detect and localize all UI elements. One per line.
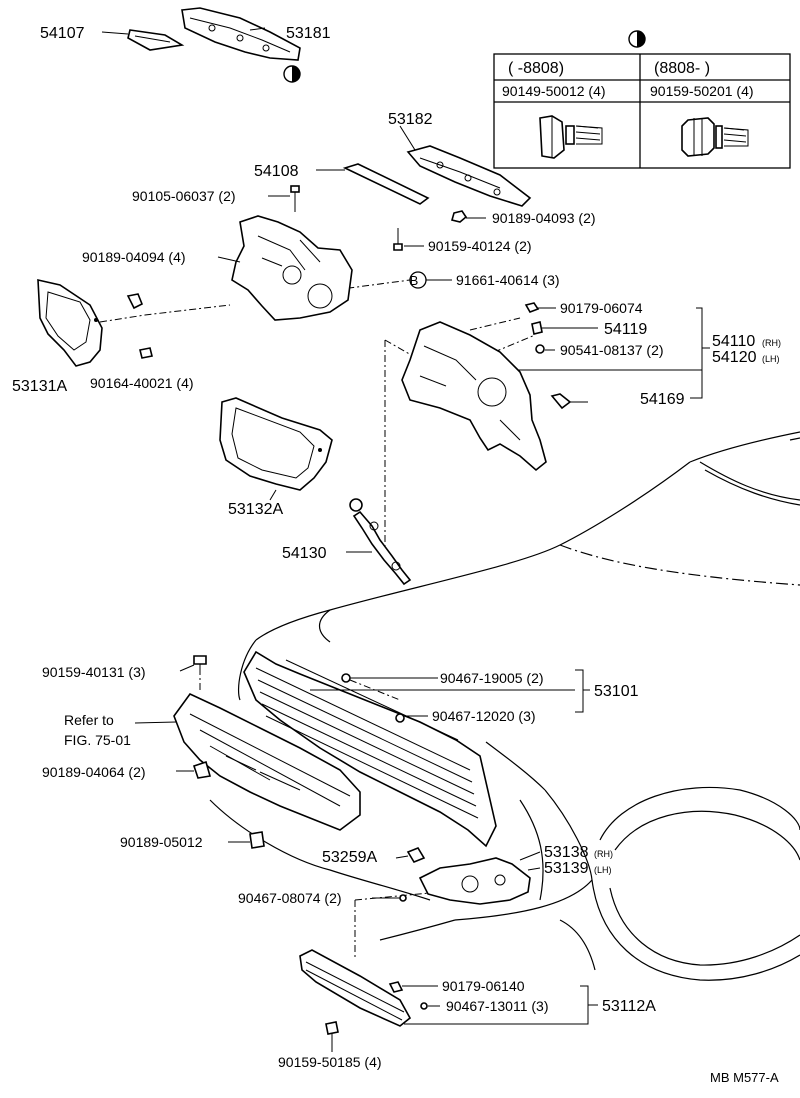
part-53101-grille [243, 650, 497, 848]
label-54119: 54119 [604, 321, 647, 338]
label-90159-40131: 90159-40131 (3) [42, 664, 146, 680]
part-54130-rod [349, 498, 412, 586]
part-53112A-grille [299, 949, 412, 1027]
label-53138: 53138 [544, 844, 589, 861]
variant-table [493, 30, 791, 169]
label-circle-b: B [410, 273, 419, 288]
screw-90467-08074 [399, 894, 407, 902]
label-90467-13011: 90467-13011 (3) [446, 998, 548, 1014]
bolt-54119 [531, 321, 543, 335]
part-53131A-housing [37, 278, 103, 367]
label-53131A: 53131A [12, 378, 67, 395]
table-col2-range: (8808- ) [654, 60, 710, 77]
part-headlamp-motor-left [231, 215, 353, 321]
label-90164-40021: 90164-40021 (4) [90, 375, 194, 391]
screw-90467-12020 [395, 713, 405, 723]
bolt-90159-50185 [325, 1021, 339, 1048]
grommet-90541-08137 [535, 344, 545, 354]
label-53139-side: (LH) [594, 865, 612, 875]
part-54107-pad [127, 29, 185, 51]
label-53259A: 53259A [322, 849, 377, 866]
part-53138-bracket [418, 857, 531, 905]
label-53139: 53139 [544, 860, 589, 877]
label-53138-side: (RH) [594, 849, 613, 859]
bolt-90159-40131 [193, 655, 207, 672]
part-53181-bracket [181, 7, 301, 61]
label-90189-05012: 90189-05012 [120, 834, 203, 850]
label-90105-06037: 90105-06037 (2) [132, 188, 236, 204]
part-53259A-clip [406, 847, 426, 863]
part-53132A-housing [219, 397, 333, 491]
diagram-code: MB M577-A [710, 1070, 779, 1085]
clip-90179-06140 [388, 981, 404, 993]
clip-90189-04064 [192, 760, 212, 779]
half-circle-marker-icon [283, 65, 301, 83]
label-90189-04093: 90189-04093 (2) [492, 210, 596, 226]
screw-90467-13011 [420, 1002, 428, 1010]
part-54108-pad [342, 163, 430, 205]
label-90467-12020: 90467-12020 (3) [432, 708, 536, 724]
label-54130: 54130 [282, 545, 327, 562]
label-90541-08137: 90541-08137 (2) [560, 342, 664, 358]
label-54107: 54107 [40, 25, 85, 42]
part-54110-motor-right [401, 321, 547, 472]
label-53112A: 53112A [602, 998, 656, 1015]
label-90179-06074: 90179-06074 [560, 300, 643, 316]
bolt-54169 [550, 393, 588, 410]
label-refer-fig: FIG. 75-01 [64, 732, 131, 748]
nut-90189-05012 [249, 831, 265, 849]
label-54110-side: (RH) [762, 338, 781, 348]
table-bolt-col2-icon [681, 117, 749, 157]
label-53181: 53181 [286, 25, 331, 42]
callout-lines [101, 27, 710, 1052]
nut-90189-04094 [126, 293, 144, 310]
label-90189-04094: 90189-04094 (4) [82, 249, 186, 265]
label-54120-side: (LH) [762, 354, 780, 364]
label-90467-19005: 90467-19005 (2) [440, 670, 544, 686]
label-53101: 53101 [594, 683, 639, 700]
label-54110: 54110 [712, 333, 755, 350]
bolt-90164-40021 [139, 347, 153, 359]
label-90159-40124: 90159-40124 (2) [428, 238, 532, 254]
bolt-90105-06037 [290, 185, 300, 212]
label-53182: 53182 [388, 111, 433, 128]
nut-90189-04093 [451, 210, 468, 223]
table-col1-part: 90149-50012 (4) [502, 83, 606, 99]
text-labels: ( -8808) (8808- ) 90149-50012 (4) 90159-… [12, 25, 781, 1085]
label-91661-40614: 91661-40614 (3) [456, 272, 560, 288]
nut-90179-06074 [524, 302, 540, 313]
label-53132A: 53132A [228, 501, 283, 518]
label-90159-50185: 90159-50185 (4) [278, 1054, 382, 1070]
label-90179-06140: 90179-06140 [442, 978, 525, 994]
table-col2-part: 90159-50201 (4) [650, 83, 754, 99]
label-90467-08074: 90467-08074 (2) [238, 890, 342, 906]
label-refer-to: Refer to [64, 712, 114, 728]
label-54120: 54120 [712, 349, 757, 366]
screw-90467-19005 [341, 673, 351, 683]
table-col1-range: ( -8808) [508, 60, 564, 77]
table-bolt-col1-icon [539, 115, 603, 159]
car-body-outline [209, 431, 800, 981]
part-front-panel [173, 692, 361, 831]
label-90189-04064: 90189-04064 (2) [42, 764, 146, 780]
part-53182-bracket [406, 145, 532, 207]
label-54108: 54108 [254, 163, 299, 180]
label-54169: 54169 [640, 391, 685, 408]
bolt-90159-40124 [393, 228, 403, 251]
table-half-circle-icon [628, 30, 646, 48]
